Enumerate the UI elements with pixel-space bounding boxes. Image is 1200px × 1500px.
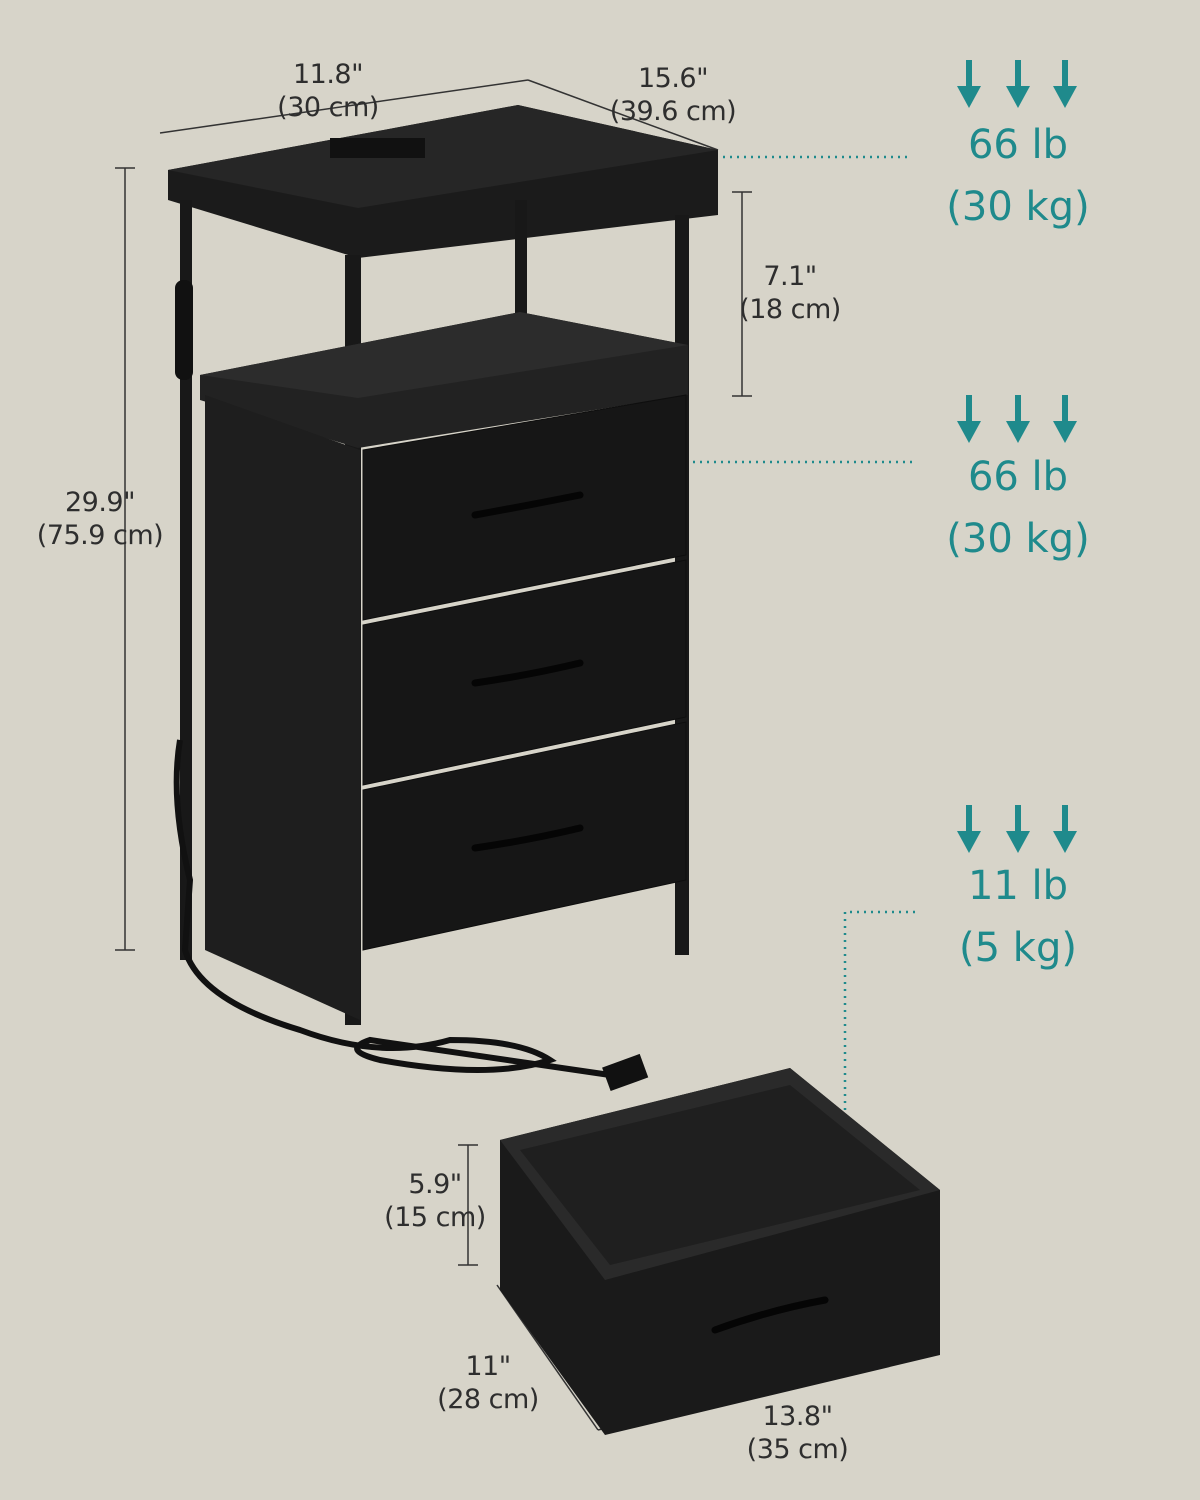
drawer-load-capacity: 11 lb (5 kg): [908, 855, 1128, 979]
drawer-depth-cm: (28 cm): [437, 1384, 539, 1415]
drawer-width-in: 13.8": [762, 1401, 833, 1432]
shelf-load-kg: (30 kg): [946, 516, 1090, 562]
total-height-label: 29.9" (75.9 cm): [20, 486, 180, 552]
shelf-height-in: 7.1": [763, 261, 817, 292]
down-arrows-icon: [957, 60, 1077, 108]
drawer-width-cm: (35 cm): [746, 1434, 849, 1465]
nightstand: [168, 105, 718, 1092]
drawer-width-label: 13.8" (35 cm): [735, 1400, 860, 1466]
down-arrows-icon: [957, 395, 1077, 443]
drawer-height-cm: (15 cm): [384, 1202, 486, 1233]
drawer-depth-in: 11": [465, 1351, 511, 1382]
shelf-load-lb: 66 lb: [967, 454, 1069, 500]
shelf-load-capacity: 66 lb (30 kg): [908, 446, 1128, 570]
top-load-capacity: 66 lb (30 kg): [908, 114, 1128, 238]
top-load-lb: 66 lb: [967, 122, 1069, 168]
top-depth-label: 15.6" (39.6 cm): [598, 62, 748, 128]
total-height-in: 29.9": [64, 487, 136, 518]
fabric-drawer: [500, 1068, 940, 1435]
top-width-in: 11.8": [292, 59, 364, 90]
top-width-cm: (30 cm): [277, 92, 379, 123]
down-arrows-icon: [957, 805, 1077, 853]
shelf-height-label: 7.1" (18 cm): [730, 260, 850, 326]
top-load-kg: (30 kg): [946, 184, 1090, 230]
drawer-height-label: 5.9" (15 cm): [375, 1168, 495, 1234]
drawer-load-lb: 11 lb: [967, 863, 1069, 909]
top-depth-in: 15.6": [637, 63, 709, 94]
top-width-label: 11.8" (30 cm): [268, 58, 388, 124]
total-height-cm: (75.9 cm): [36, 520, 164, 551]
drawer-load-kg: (5 kg): [959, 925, 1077, 971]
drawer-depth-label: 11" (28 cm): [428, 1350, 548, 1416]
top-depth-cm: (39.6 cm): [609, 96, 737, 127]
shelf-height-cm: (18 cm): [739, 294, 841, 325]
drawer-height-in: 5.9": [408, 1169, 462, 1200]
